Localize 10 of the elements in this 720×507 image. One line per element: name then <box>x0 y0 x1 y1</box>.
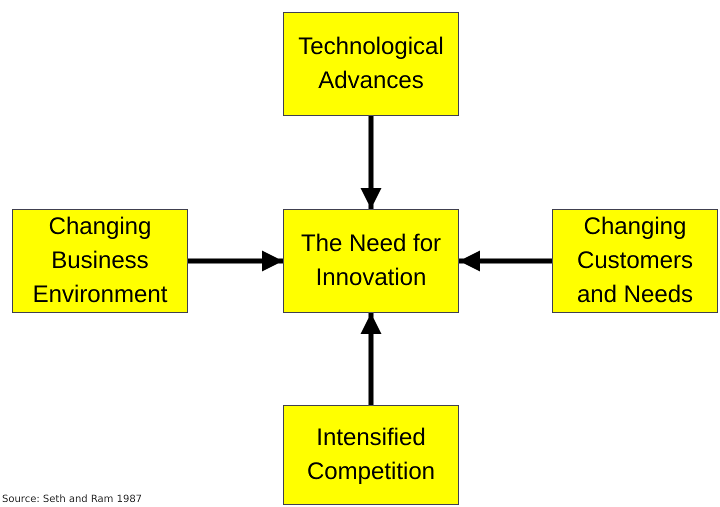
arrow <box>360 116 382 209</box>
box-text: The Need for Innovation <box>300 229 442 293</box>
arrow <box>459 250 552 272</box>
box-text: Intensified Competition <box>306 423 436 487</box>
arrow <box>188 250 283 272</box>
box-text: Changing Customers and Needs <box>576 212 694 310</box>
box-text: Changing Business Environment <box>32 212 168 310</box>
source-note: Source: Seth and Ram 1987 <box>2 494 142 505</box>
arrow <box>360 313 382 405</box>
box-text: Technological Advances <box>297 32 445 96</box>
